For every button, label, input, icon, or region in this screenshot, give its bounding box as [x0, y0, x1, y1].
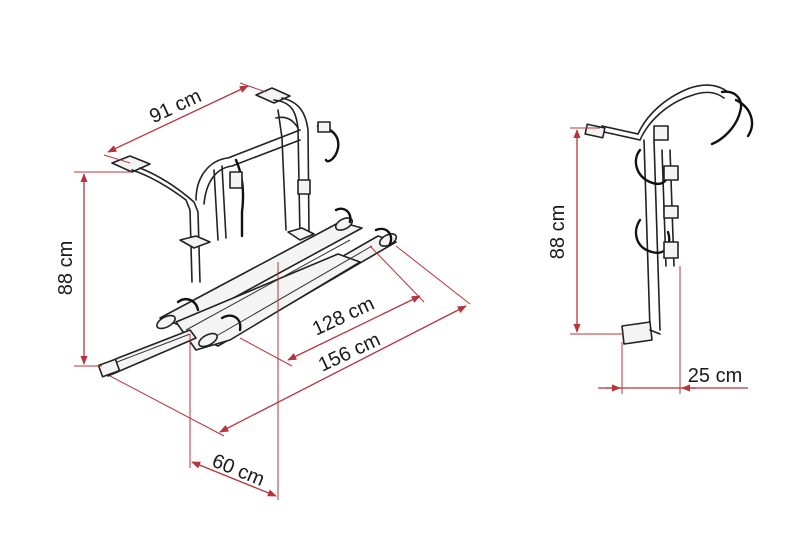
- rear-rail: [159, 221, 363, 327]
- side-base-bracket: [621, 321, 653, 345]
- rail-outer-dimension-line: [219, 305, 467, 433]
- side-height-label: 88 cm: [547, 205, 569, 259]
- offset-label: 25 cm: [688, 365, 742, 387]
- dimension-lines: [74, 82, 748, 500]
- lower-holder-strap: [234, 158, 245, 238]
- width-label: 91 cm: [146, 85, 205, 128]
- isometric-rack-view: [97, 87, 398, 378]
- front-height-label: 88 cm: [55, 241, 77, 295]
- side-rack-view: [584, 84, 754, 345]
- width-dimension-line: [107, 85, 249, 153]
- holder-clamp: [229, 171, 243, 189]
- loading-ramp: [101, 329, 197, 377]
- depth-dimension-line: [191, 461, 277, 497]
- dimension-labels: 91 cm 88 cm 128 cm 156 cm 60 cm 88 cm 25…: [55, 85, 742, 491]
- depth-label: 60 cm: [209, 450, 268, 491]
